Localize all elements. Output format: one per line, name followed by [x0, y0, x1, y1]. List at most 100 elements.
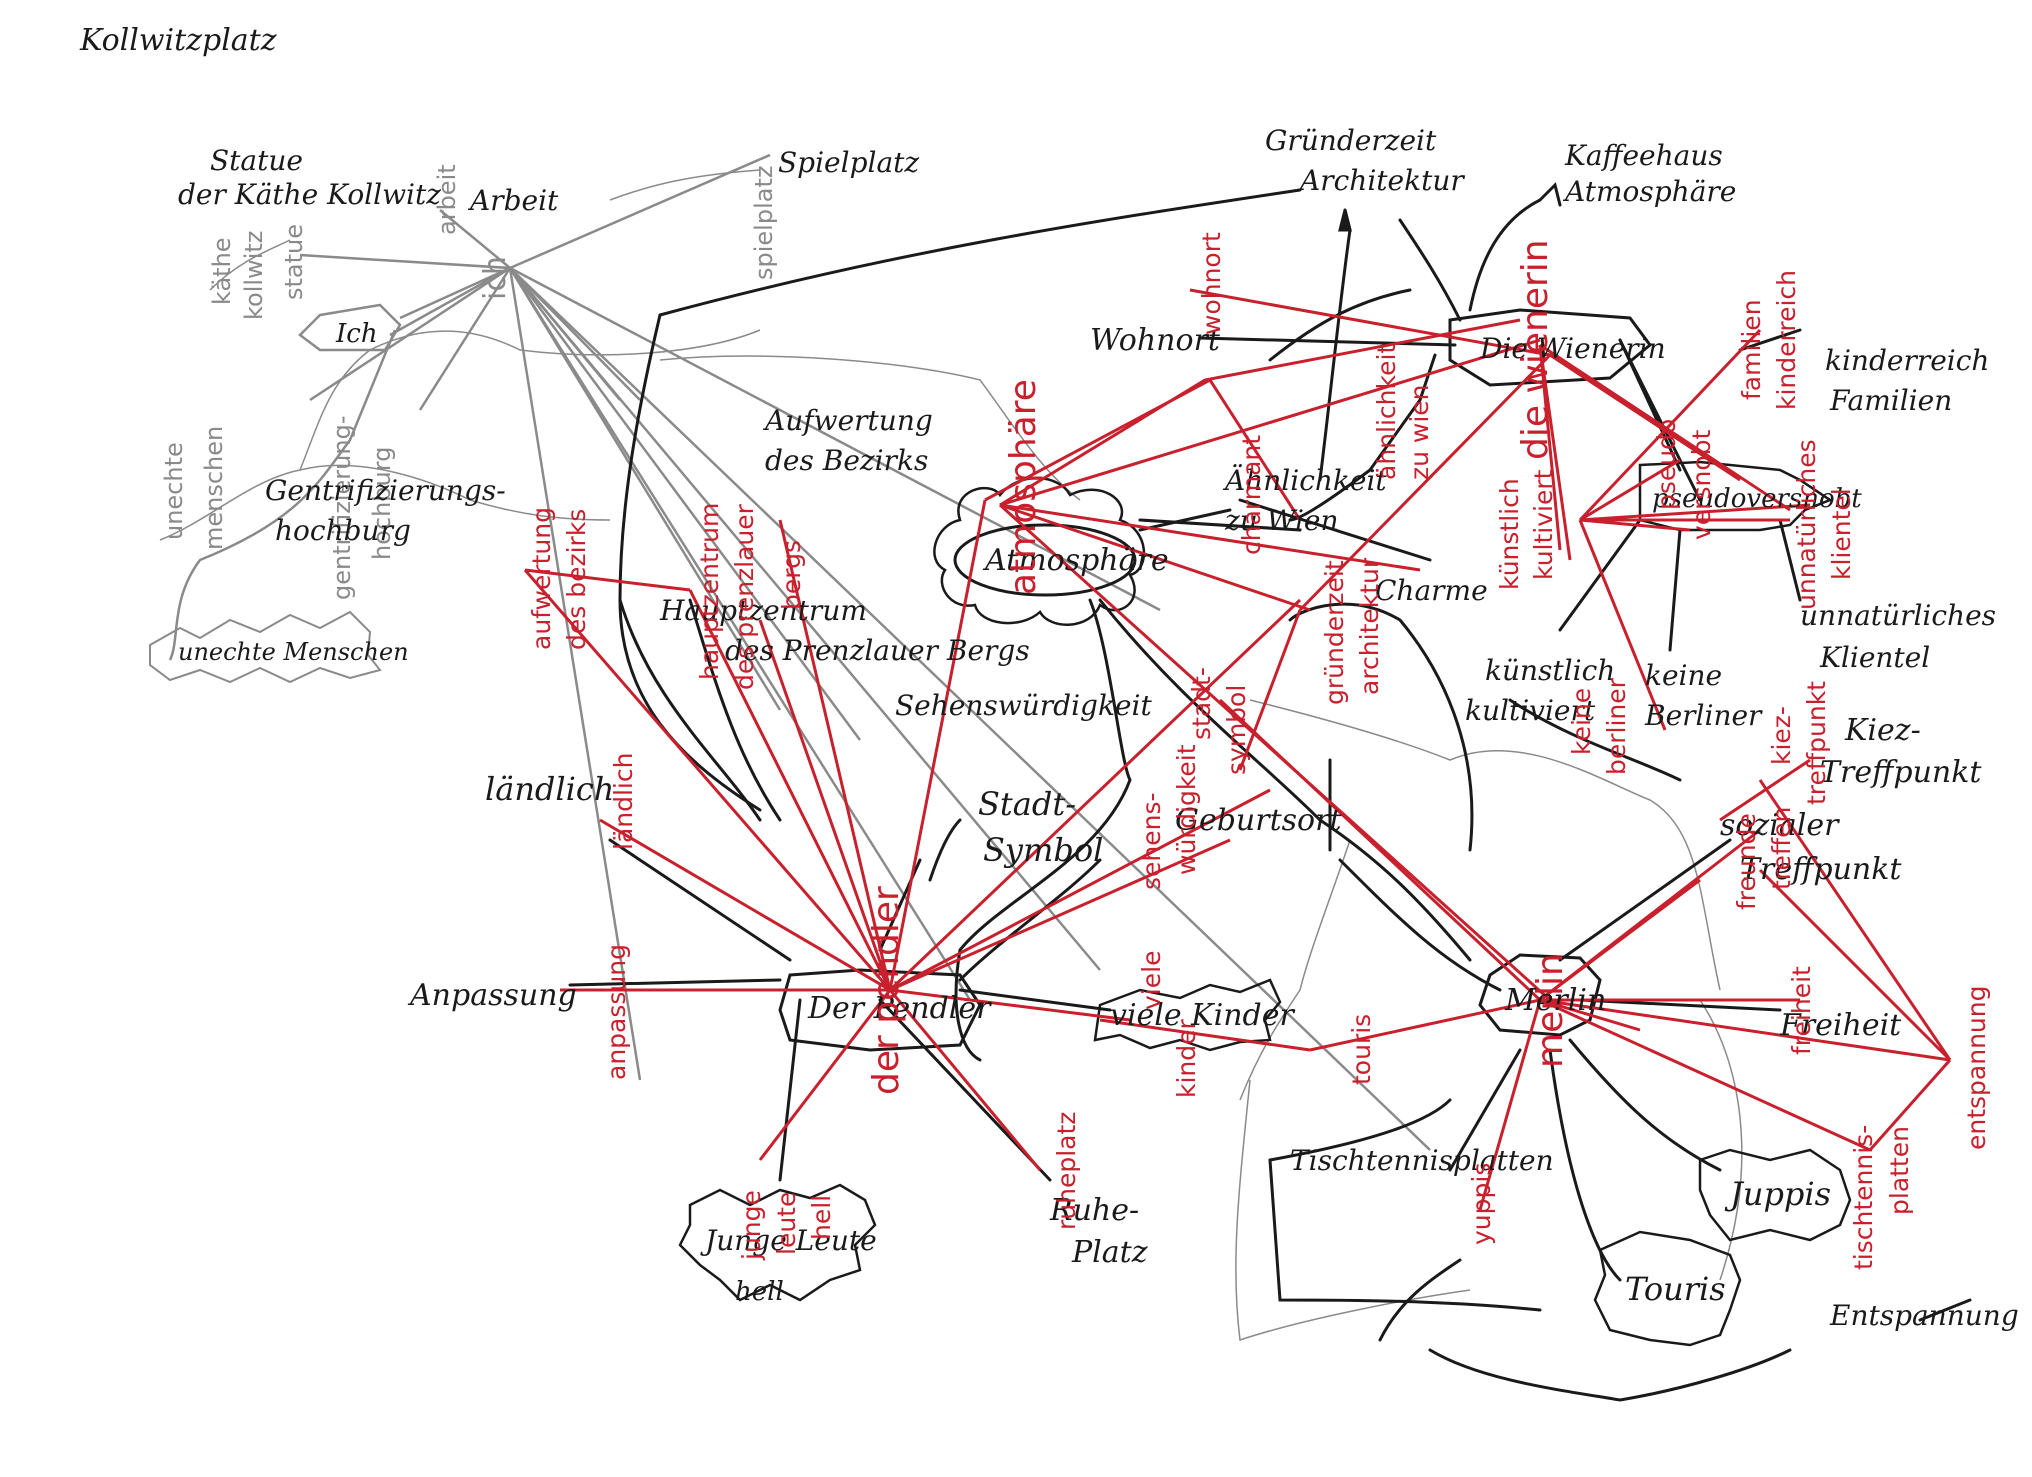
red-label-kinder-2: kinder: [1172, 1018, 1201, 1098]
node-label-juppis: Juppis: [1724, 1175, 1831, 1213]
grey-label-gentri-2: hochburg: [368, 447, 396, 560]
red-label-gruender-2: architektur: [1355, 557, 1384, 695]
red-label-freiheit: freiheit: [1787, 966, 1816, 1055]
grey-pencil-layer: [149, 153, 1743, 1342]
red-label-haupt-2: des prenzlauer: [730, 503, 759, 690]
red-label-gruender-1: gründerzeit: [1320, 560, 1349, 705]
red-label-kuenstlich-1: künstlich: [1495, 478, 1524, 590]
red-label-touris: touris: [1347, 1014, 1376, 1085]
red-label-haupt-3: bergs: [777, 540, 806, 610]
ink-label-entspannung: Entspannung: [1829, 1299, 2019, 1332]
red-label-pseudo-1: pseudo: [1652, 419, 1681, 510]
node-label-ich: Ich: [335, 319, 378, 349]
red-label-atmo: atmosphäre: [1003, 379, 1044, 595]
red-label-freunde-1: freunde: [1732, 813, 1761, 910]
ink-label-stadtsymbol: Stadt-Symbol: [978, 785, 1103, 869]
red-label-entspannung: entspannung: [1962, 986, 1991, 1151]
node-label-pendler: Der Pendler: [807, 991, 992, 1026]
red-label-wohnort: wohnort: [1197, 232, 1226, 335]
red-label-tisch-2: platten: [1885, 1126, 1914, 1215]
grey-label-kaethe: käthe: [208, 237, 236, 305]
grey-label-ich: ich: [478, 256, 513, 300]
node-label-merlin: Merlin: [1504, 983, 1606, 1018]
ink-label-arbeit: Arbeit: [467, 184, 559, 217]
grey-label-menschen: menschen: [200, 426, 228, 550]
red-label-leute: leute: [772, 1192, 801, 1255]
node-label-jungeleute: Junge Leute: [700, 1224, 877, 1257]
red-label-yuppis: yuppis: [1467, 1163, 1496, 1245]
red-label-pendler: der pendler: [866, 886, 907, 1095]
red-label-aufwertung-1: aufwertung: [527, 507, 556, 650]
red-label-hell: hell: [807, 1195, 836, 1240]
black-ink-layer: [568, 182, 1972, 1402]
red-label-aehnlich-1: ähnlichkeit: [1372, 344, 1401, 480]
red-label-ruhe: ruheplatz: [1052, 1112, 1081, 1230]
red-label-keine-2: berliner: [1602, 677, 1631, 775]
grey-label-arbeit: arbeit: [433, 164, 461, 235]
red-label-tisch-1: tischtennis-: [1849, 1125, 1878, 1270]
red-label-stadt-2: symbol: [1222, 685, 1251, 775]
ink-label-laendlich: ländlich: [485, 770, 614, 808]
ink-label-hell: hell: [735, 1277, 784, 1307]
ink-label-tischtennis: Tischtennisplatten: [1290, 1144, 1554, 1177]
node-label-pseudo: pseudoversnobt: [1652, 484, 1862, 514]
red-label-kuenstlich-2: kultiviert: [1529, 469, 1558, 580]
red-label-keine-1: keine: [1567, 688, 1596, 755]
node-label-touris: Touris: [1625, 1270, 1726, 1308]
node-label-kinder: viele Kinder: [1110, 998, 1295, 1033]
grey-label-spielplatz: spielplatz: [750, 166, 778, 280]
red-label-pseudo-2: versnobt: [1687, 430, 1716, 540]
node-label-unechte: unechte Menschen: [178, 638, 409, 666]
ink-label-kiez: Kiez-Treffpunkt: [1820, 713, 1982, 790]
red-label-junge: junge: [737, 1190, 766, 1261]
red-label-haupt-1: hauptzentrum: [695, 503, 724, 680]
ink-label-wohnort: Wohnort: [1090, 323, 1221, 358]
red-label-charmant: charmant: [1237, 435, 1266, 555]
red-label-aufwertung-2: des bezirks: [562, 509, 591, 650]
grey-labels: ich käthe kollwitz statue arbeit spielpl…: [160, 164, 778, 600]
red-label-unnat-2: klientel: [1827, 488, 1856, 580]
ink-label-freiheit: Freiheit: [1779, 1008, 1902, 1043]
ink-label-anpassung: Anpassung: [407, 978, 577, 1013]
red-label-anpassung: anpassung: [602, 944, 631, 1080]
ink-label-charme: Charme: [1375, 574, 1488, 607]
ink-label-gentri: Gentrifizierungs-hochburg: [265, 474, 506, 547]
map-title: Kollwitzplatz: [79, 23, 277, 58]
red-label-wienerin: die wienerin: [1515, 239, 1556, 460]
ink-label-sehens: Sehenswürdigkeit: [895, 689, 1152, 722]
ink-label-ruhe: Ruhe-Platz: [1049, 1193, 1148, 1270]
red-label-kiez-1: kiez-: [1767, 706, 1796, 765]
grey-label-unechte: unechte: [160, 442, 188, 540]
red-labels: aufwertung des bezirks hauptzentrum des …: [527, 232, 1991, 1270]
grey-label-statue: statue: [280, 224, 308, 300]
red-label-sehens-1: sehens-: [1137, 792, 1166, 890]
red-label-laendlich: ländlich: [609, 753, 638, 850]
red-label-aehnlich-2: zu wien: [1405, 384, 1434, 480]
red-link-layer: [523, 288, 1952, 1211]
red-label-unnat-1: unnatürliches: [1792, 439, 1821, 610]
grey-label-kollwitz: kollwitz: [240, 231, 268, 320]
red-label-merlin: merlin: [1530, 953, 1571, 1068]
red-label-freunde-2: treffen: [1767, 807, 1796, 890]
node-label-atmosphaere: Atmosphäre: [982, 543, 1169, 578]
red-label-kinderreich: kinderreich: [1772, 270, 1801, 410]
red-label-stadt-1: stadt-: [1187, 667, 1216, 740]
ink-label-geburtsort: Geburtsort: [1175, 803, 1342, 838]
red-label-familien: familien: [1737, 299, 1766, 400]
red-label-kinder-1: viele: [1137, 951, 1166, 1010]
red-label-sehens-2: würdigkeit: [1172, 744, 1201, 875]
ink-label-spielplatz: Spielplatz: [778, 146, 919, 179]
node-label-wienerin: Die Wienerin: [1479, 332, 1666, 365]
